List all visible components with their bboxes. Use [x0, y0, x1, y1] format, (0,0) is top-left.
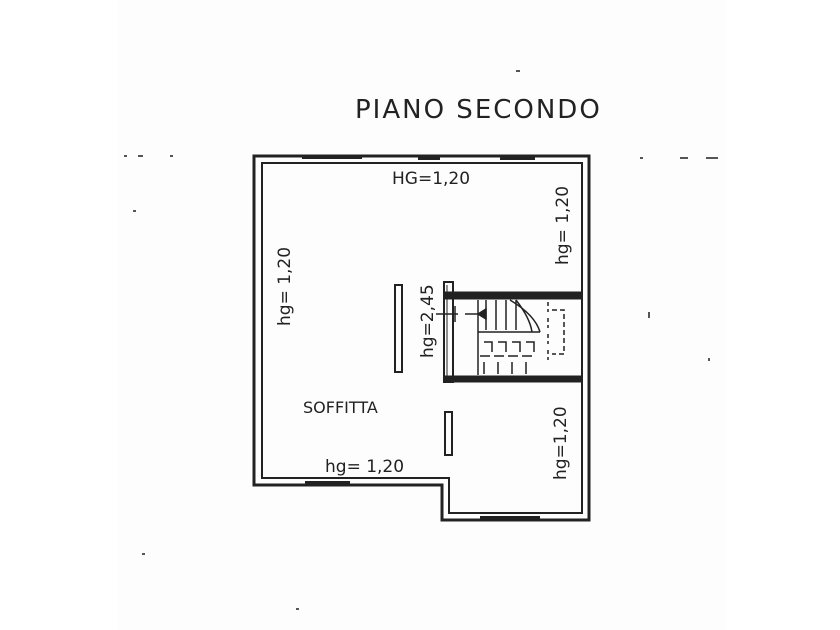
outer-walls: [252, 154, 591, 522]
height-label-center: hg=2,45: [418, 284, 438, 358]
height-label-top: HG=1,20: [392, 169, 470, 189]
fixtures: [394, 284, 453, 456]
height-label-right-top: hg= 1,20: [553, 186, 573, 265]
stair-enclosure: [443, 281, 583, 383]
plan-title: PIANO SECONDO: [355, 95, 602, 125]
stair-direction-arrow-icon: [476, 307, 487, 321]
height-label-right-bottom: hg=1,20: [551, 406, 571, 480]
paper: [118, 0, 726, 630]
scan-specks: [124, 70, 718, 610]
room-label: SOFFITTA: [303, 398, 378, 417]
height-label-left: hg= 1,20: [275, 247, 295, 326]
height-label-bottom: hg= 1,20: [325, 457, 404, 477]
staircase: [436, 299, 565, 375]
